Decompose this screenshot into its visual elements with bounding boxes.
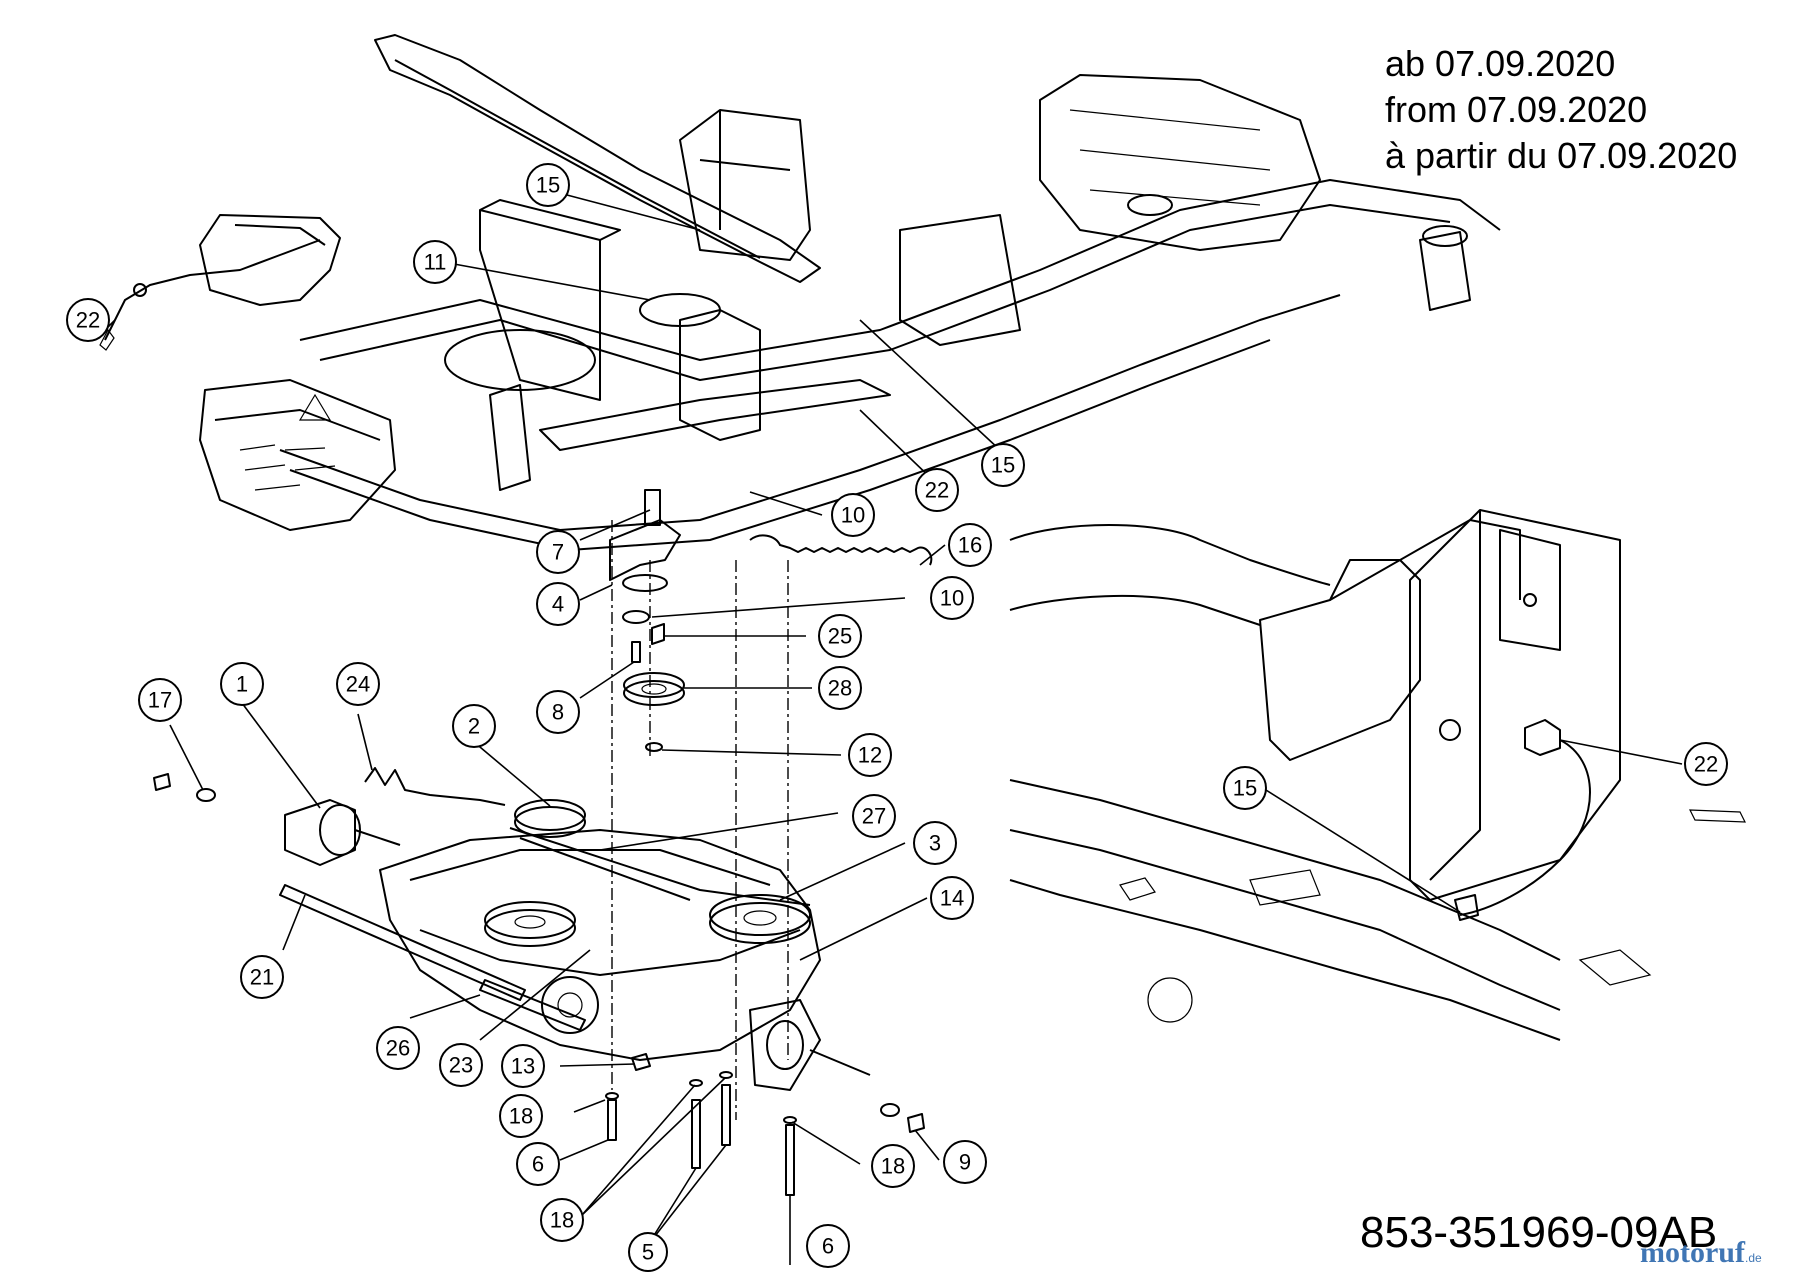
callout-label: 15 (1233, 776, 1257, 801)
callout-18-left: 18 (499, 1094, 543, 1138)
callout-label: 26 (386, 1036, 410, 1061)
callout-22-inset: 22 (1684, 742, 1728, 786)
callout-1: 1 (220, 662, 264, 706)
callout-bubbles: 15 11 22 15 22 10 7 16 4 10 25 8 28 12 1… (66, 163, 1728, 1272)
callout-2: 2 (452, 704, 496, 748)
callout-21: 21 (240, 955, 284, 999)
transmission-assembly (153, 767, 925, 1196)
callout-label: 24 (346, 672, 370, 697)
callout-8: 8 (536, 690, 580, 734)
callout-14: 14 (930, 876, 974, 920)
callout-label: 25 (828, 624, 852, 649)
callout-18-right: 18 (871, 1144, 915, 1188)
callout-label: 4 (552, 592, 564, 617)
callout-17: 17 (138, 678, 182, 722)
callout-24: 24 (336, 662, 380, 706)
validity-date-french: à partir du 07.09.2020 (1385, 135, 1738, 176)
callout-label: 23 (449, 1053, 473, 1078)
idler-assembly (609, 489, 933, 1120)
callout-25: 25 (818, 614, 862, 658)
callout-15-inset: 15 (1223, 766, 1267, 810)
callout-12: 12 (848, 733, 892, 777)
callout-18-bottom: 18 (540, 1198, 584, 1242)
callout-label: 28 (828, 676, 852, 701)
callout-27: 27 (852, 794, 896, 838)
callout-label: 11 (424, 250, 447, 275)
drawing-number: 853-351969-09AB (1360, 1208, 1718, 1257)
callout-6-right: 6 (806, 1224, 850, 1268)
callout-label: 22 (925, 478, 949, 503)
callout-10-lower: 10 (930, 576, 974, 620)
callout-label: 22 (1694, 752, 1718, 777)
callout-22-frame: 22 (915, 468, 959, 512)
callout-label: 15 (536, 173, 560, 198)
validity-date-english: from 07.09.2020 (1385, 89, 1648, 130)
callout-label: 12 (858, 743, 882, 768)
callout-label: 6 (532, 1152, 544, 1177)
callout-label: 27 (862, 804, 886, 829)
callout-label: 18 (509, 1104, 533, 1129)
callout-label: 17 (148, 688, 172, 713)
callout-10-upper: 10 (831, 493, 875, 537)
callout-label: 18 (881, 1154, 905, 1179)
callout-label: 10 (841, 503, 865, 528)
leader-lines (99, 189, 1683, 1265)
callout-22-left: 22 (66, 298, 110, 342)
callout-26: 26 (376, 1026, 420, 1070)
callout-6-left: 6 (516, 1142, 560, 1186)
watermark-logo: motoruf.de (1640, 1236, 1762, 1270)
callout-15-right: 15 (981, 443, 1025, 487)
callout-13: 13 (501, 1044, 545, 1088)
callout-label: 15 (991, 453, 1015, 478)
callout-label: 10 (940, 586, 964, 611)
callout-label: 5 (642, 1240, 654, 1265)
watermark-tld: .de (1744, 1251, 1762, 1265)
callout-3: 3 (913, 821, 957, 865)
callout-15-upper: 15 (526, 163, 570, 207)
callout-5: 5 (628, 1232, 668, 1272)
callout-9: 9 (943, 1140, 987, 1184)
callout-label: 14 (940, 886, 964, 911)
callout-label: 2 (468, 714, 480, 739)
callout-label: 3 (929, 831, 941, 856)
callout-label: 16 (958, 533, 982, 558)
validity-date-german: ab 07.09.2020 (1385, 43, 1616, 84)
watermark-text: motoruf (1640, 1236, 1745, 1269)
callout-11: 11 (413, 240, 457, 284)
callout-label: 13 (511, 1054, 535, 1079)
callout-label: 8 (552, 700, 564, 725)
callout-7: 7 (536, 530, 580, 574)
callout-label: 18 (550, 1208, 574, 1233)
callout-label: 22 (76, 308, 100, 333)
tractor-frame (99, 34, 1501, 551)
callout-label: 7 (552, 540, 564, 565)
callout-label: 21 (250, 965, 274, 990)
callout-23: 23 (439, 1043, 483, 1087)
inset-detail-view (1009, 509, 1746, 1041)
callout-16: 16 (948, 523, 992, 567)
callout-4: 4 (536, 582, 580, 626)
callout-label: 9 (959, 1150, 971, 1175)
callout-28: 28 (818, 666, 862, 710)
callout-label: 1 (236, 672, 248, 697)
callout-label: 6 (822, 1234, 834, 1259)
